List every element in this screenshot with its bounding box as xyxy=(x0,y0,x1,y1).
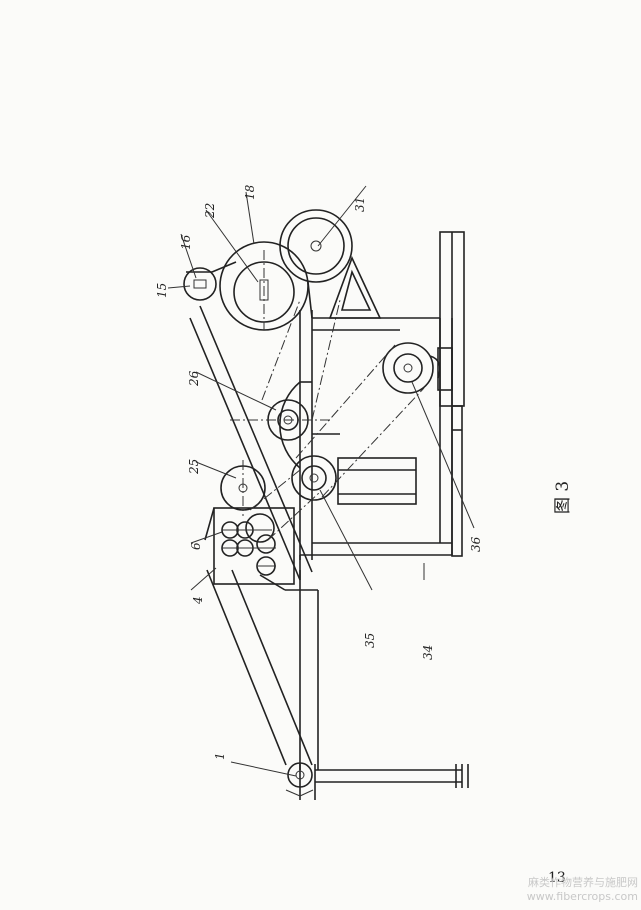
watermark: 麻类作物营养与施肥网 www.fibercrops.com xyxy=(510,876,638,904)
roller-31 xyxy=(279,209,353,283)
right-base xyxy=(439,231,465,557)
figure-caption: 图 3 xyxy=(553,481,573,514)
label-22: 22 xyxy=(203,203,217,219)
bracket xyxy=(328,255,382,319)
belts xyxy=(249,299,425,541)
label-6: 6 xyxy=(189,542,203,550)
left-support-stand xyxy=(299,764,469,800)
label-34: 34 xyxy=(421,645,435,660)
label-1: 1 xyxy=(213,752,227,760)
label-4: 4 xyxy=(191,596,205,605)
roller-25 xyxy=(220,460,266,516)
label-18: 18 xyxy=(243,184,257,200)
label-16: 16 xyxy=(179,234,193,250)
leader-lines xyxy=(167,185,475,777)
feed-roller-box xyxy=(204,507,295,585)
upper-guard xyxy=(186,261,313,319)
watermark-line-2: www.fibercrops.com xyxy=(526,890,638,903)
pulley-36 xyxy=(382,342,453,394)
feed-conveyor xyxy=(206,569,319,797)
watermark-line-1: 麻类作物营养与施肥网 xyxy=(528,876,638,889)
label-35: 35 xyxy=(363,633,377,648)
label-25: 25 xyxy=(187,459,201,475)
label-36: 36 xyxy=(469,536,483,552)
upper-roller-16 xyxy=(183,267,217,301)
drum-18 xyxy=(219,241,309,331)
part-labels: 1 4 6 25 26 16 15 22 18 31 35 34 36 xyxy=(155,184,483,760)
main-frame xyxy=(189,305,453,581)
label-26: 26 xyxy=(187,370,201,387)
drum-26 xyxy=(230,381,330,469)
page-number: 13 xyxy=(548,870,566,886)
label-15: 15 xyxy=(155,283,169,298)
label-31: 31 xyxy=(353,197,367,212)
motor xyxy=(337,457,417,505)
pulley-35 xyxy=(291,455,337,501)
